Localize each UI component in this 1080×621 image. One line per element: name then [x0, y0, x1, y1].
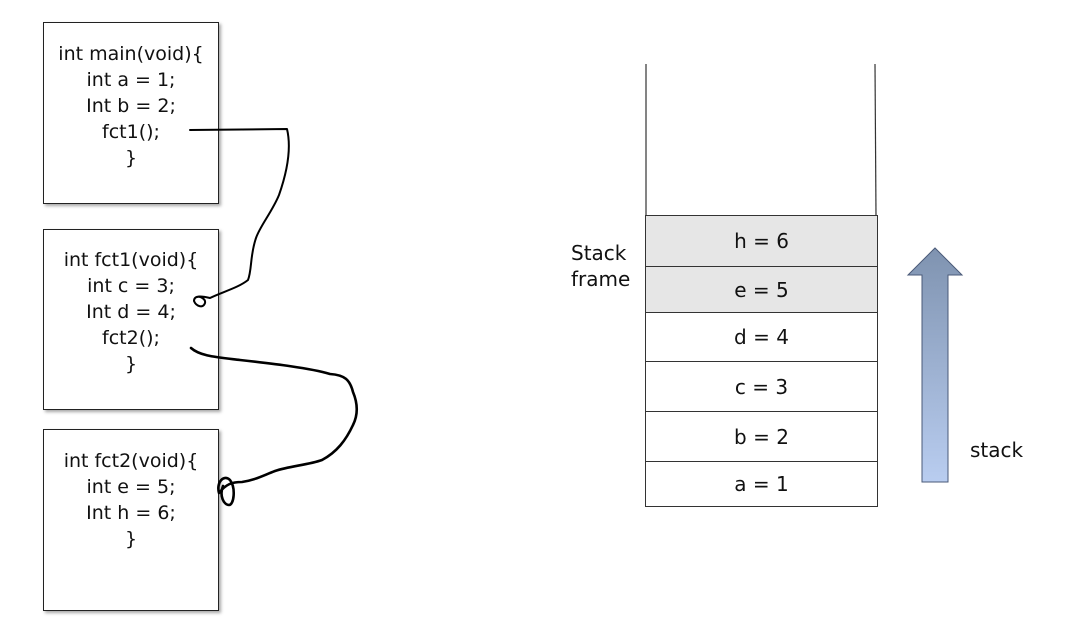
code-line: Int b = 2;: [86, 95, 176, 117]
stack-cell-label: a = 1: [734, 472, 789, 496]
code-line: int main(void){: [58, 43, 204, 65]
code-line: fct2();: [102, 327, 160, 349]
stack-right-wall: [874, 63, 877, 217]
code-line: }: [124, 147, 138, 169]
code-line: Int h = 6;: [86, 502, 176, 524]
code-line: int e = 5;: [86, 476, 176, 498]
stack-growth-arrow-icon: [906, 247, 964, 483]
stack-cell-c: c = 3: [645, 361, 878, 412]
stack-frame-label: Stack frame: [571, 240, 630, 292]
stack-cell-d: d = 4: [645, 312, 878, 362]
stack-arrow-label: stack: [970, 438, 1024, 462]
call-arrow-main-to-fct1: [189, 128, 290, 308]
stack-cell-b: b = 2: [645, 411, 878, 462]
code-line: int fct1(void){: [63, 249, 199, 271]
code-line: int fct2(void){: [63, 450, 199, 472]
code-line: fct1();: [102, 121, 160, 143]
stack-cell-a: a = 1: [645, 461, 878, 507]
code-line: }: [124, 528, 138, 550]
stack-cell-e: e = 5: [645, 266, 878, 313]
stack-cell-label: b = 2: [734, 424, 789, 449]
stack-cell-label: d = 4: [734, 325, 789, 349]
code-line: int c = 3;: [87, 275, 175, 297]
stack-cell-label: c = 3: [734, 374, 789, 399]
code-block-main: int main(void){ int a = 1; Int b = 2; fc…: [43, 22, 219, 204]
code-block-fct1: int fct1(void){ int c = 3; Int d = 4; fc…: [43, 229, 219, 410]
code-line: int a = 1;: [86, 69, 176, 91]
stack-frame-label-line1: Stack: [571, 241, 627, 265]
stack-cell-h: h = 6: [645, 215, 878, 267]
stack-frame-label-line2: frame: [571, 267, 631, 291]
code-line: Int d = 4;: [86, 301, 176, 323]
stack-cell-label: h = 6: [734, 229, 789, 253]
code-line: }: [124, 353, 138, 375]
call-arrow-fct1-to-fct2: [189, 346, 359, 507]
stack-cell-label: e = 5: [734, 277, 789, 302]
code-block-fct2: int fct2(void){ int e = 5; Int h = 6; }: [43, 429, 219, 611]
